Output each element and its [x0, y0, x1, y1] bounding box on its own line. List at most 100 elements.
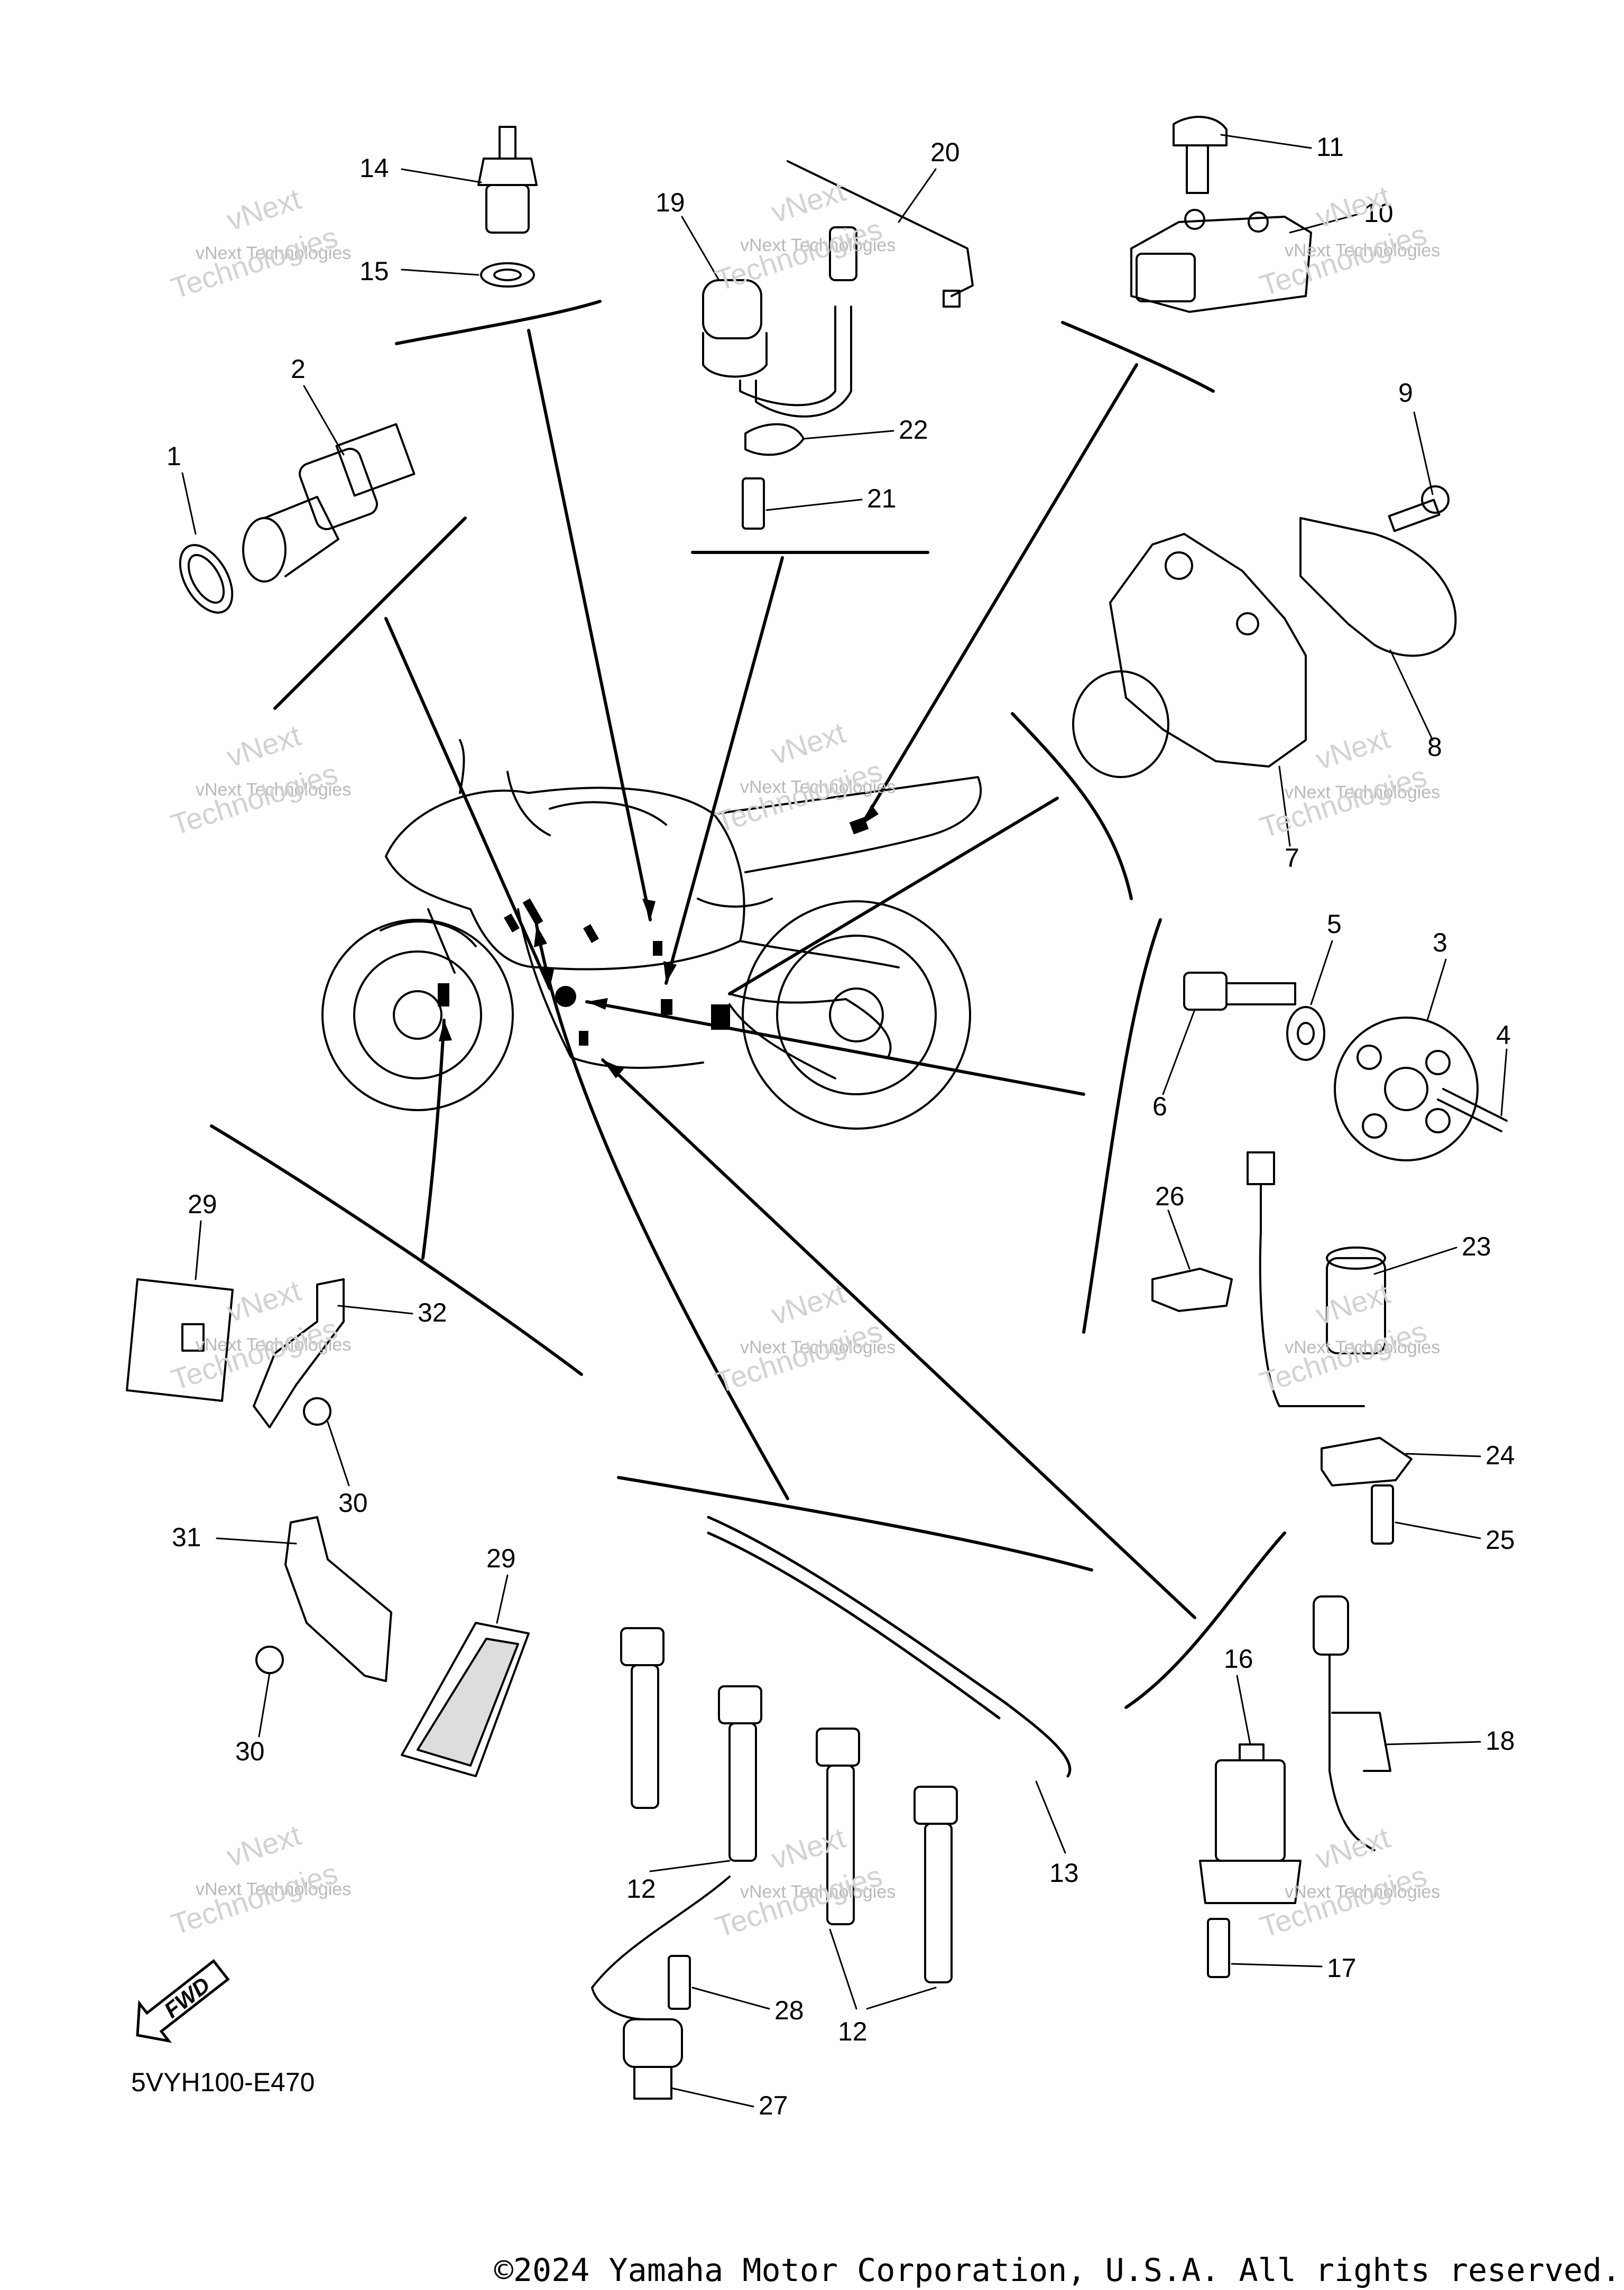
svg-text:vNext: vNext	[1312, 721, 1394, 776]
part-9-bolt	[1388, 485, 1450, 532]
callout-3: 3	[1433, 928, 1447, 957]
svg-text:vNext: vNext	[767, 716, 850, 771]
part-24-bracket	[1321, 1437, 1413, 1486]
svg-text:vNext Technologies: vNext Technologies	[1285, 241, 1440, 261]
part-32-bracket	[253, 1278, 345, 1428]
part-2-temperature-sensor	[242, 423, 416, 583]
part-1-gasket	[179, 544, 234, 614]
svg-text:vNext Technologies: vNext Technologies	[1285, 782, 1440, 802]
callout-numbers: 1 2 3 4 5 6 7 8 9 10 11 12 12 13 14 15 1…	[167, 132, 1515, 2120]
svg-text:vNext: vNext	[1312, 1821, 1394, 1876]
part-10-pressure-sensor	[1130, 209, 1312, 313]
callout-20: 20	[930, 137, 960, 167]
part-18-clamp	[1313, 1595, 1391, 1851]
callout-32: 32	[418, 1298, 447, 1327]
watermark-7: vNext vNext Technologies Technologies	[167, 1273, 352, 1397]
part-21-bolt	[742, 477, 765, 530]
watermark-9: vNext vNext Technologies Technologies	[1256, 1276, 1441, 1399]
callout-2: 2	[291, 354, 306, 384]
part-13-harness	[707, 1516, 1072, 1778]
location-markers	[438, 817, 869, 1046]
leader-lines	[384, 329, 1196, 1619]
part-28-bolt	[668, 1955, 691, 2010]
watermark-1: vNext vNext Technologies Technologies	[167, 182, 352, 305]
svg-text:vNext Technologies: vNext Technologies	[196, 780, 351, 800]
svg-text:vNext Technologies: vNext Technologies	[740, 777, 896, 797]
part-20-lead	[787, 160, 974, 308]
callout-13: 13	[1049, 1858, 1079, 1888]
svg-text:vNext Technologies: vNext Technologies	[740, 1337, 896, 1358]
callout-1: 1	[167, 441, 181, 471]
svg-text:vNext Technologies: vNext Technologies	[1285, 1882, 1440, 1902]
callout-30a: 30	[338, 1488, 368, 1518]
svg-text:vNext: vNext	[223, 182, 305, 237]
callout-25: 25	[1485, 1525, 1515, 1555]
part-29-reflector-rear	[401, 1622, 530, 1777]
part-22-clamp	[744, 423, 805, 456]
svg-text:vNext Technologies: vNext Technologies	[196, 243, 351, 263]
callout-16: 16	[1224, 1644, 1253, 1674]
callout-21: 21	[867, 484, 897, 513]
callout-11: 11	[1316, 132, 1344, 162]
watermark-12: vNext vNext Technologies Technologies	[1256, 1821, 1441, 1944]
diagram-reference-code: 5VYH100-E470	[131, 2067, 315, 2097]
callout-14: 14	[359, 153, 389, 183]
part-3-plate	[1334, 1017, 1479, 1161]
callout-17: 17	[1327, 1953, 1357, 1983]
svg-text:vNext: vNext	[767, 1821, 850, 1876]
part-25-bolt	[1371, 1484, 1394, 1545]
watermark-2: vNext vNext Technologies Technologies	[712, 174, 896, 297]
callout-27: 27	[759, 2091, 788, 2120]
part-16-sensor	[1199, 1743, 1302, 1904]
svg-text:vNext: vNext	[767, 174, 850, 229]
callout-6: 6	[1152, 1092, 1167, 1121]
part-6-bolt	[1183, 972, 1296, 1011]
part-12-ignition-coils	[620, 1627, 958, 1983]
watermark-11: vNext vNext Technologies Technologies	[712, 1821, 896, 1944]
part-31-bracket	[284, 1516, 392, 1682]
svg-text:vNext: vNext	[767, 1276, 850, 1331]
copyright-notice: ©2024 Yamaha Motor Corporation, U.S.A. A…	[494, 2252, 1621, 2289]
leader-arrowheads	[439, 805, 879, 1078]
callout-29a: 29	[188, 1189, 217, 1219]
callout-30b: 30	[235, 1737, 265, 1766]
svg-text:vNext: vNext	[223, 1818, 305, 1873]
callout-22: 22	[899, 415, 928, 445]
svg-text:vNext Technologies: vNext Technologies	[1285, 1337, 1440, 1358]
callout-8: 8	[1427, 732, 1442, 762]
part-8-cover	[1299, 517, 1457, 657]
svg-text:vNext Technologies: vNext Technologies	[740, 1882, 896, 1902]
fwd-arrow-icon: FWD	[136, 1959, 230, 2043]
motorcycle-illustration	[321, 739, 982, 1130]
watermark-10: vNext vNext Technologies Technologies	[167, 1818, 352, 1941]
callout-12a: 12	[626, 1874, 656, 1904]
svg-text:vNext Technologies: vNext Technologies	[740, 235, 896, 255]
callout-brackets	[210, 300, 1286, 1709]
callout-28: 28	[774, 1996, 804, 2025]
watermark-3: vNext vNext Technologies Technologies	[1256, 179, 1441, 302]
callout-4: 4	[1496, 1020, 1511, 1050]
part-17-bolt	[1207, 1918, 1230, 1978]
callout-12b: 12	[838, 2017, 868, 2046]
svg-text:vNext Technologies: vNext Technologies	[196, 1879, 351, 1899]
part-30-nut	[255, 1397, 331, 1674]
part-29-reflector	[126, 1278, 234, 1402]
callout-5: 5	[1327, 909, 1342, 939]
callout-24: 24	[1485, 1441, 1515, 1470]
callout-7: 7	[1285, 843, 1299, 873]
callout-leaders	[181, 134, 1508, 2108]
watermark-8: vNext vNext Technologies Technologies	[712, 1276, 896, 1399]
part-26-bracket	[1151, 1268, 1233, 1312]
part-11-screw	[1173, 116, 1228, 194]
callout-19: 19	[656, 188, 685, 217]
part-5-washer	[1286, 1006, 1325, 1061]
callout-10: 10	[1364, 198, 1394, 228]
callout-15: 15	[359, 256, 389, 286]
svg-text:vNext: vNext	[1312, 1276, 1394, 1331]
svg-text:vNext: vNext	[223, 718, 305, 773]
callout-31: 31	[172, 1522, 201, 1552]
part-15-gasket	[480, 262, 535, 288]
part-14-sensor	[477, 126, 538, 234]
svg-text:vNext Technologies: vNext Technologies	[196, 1335, 351, 1355]
